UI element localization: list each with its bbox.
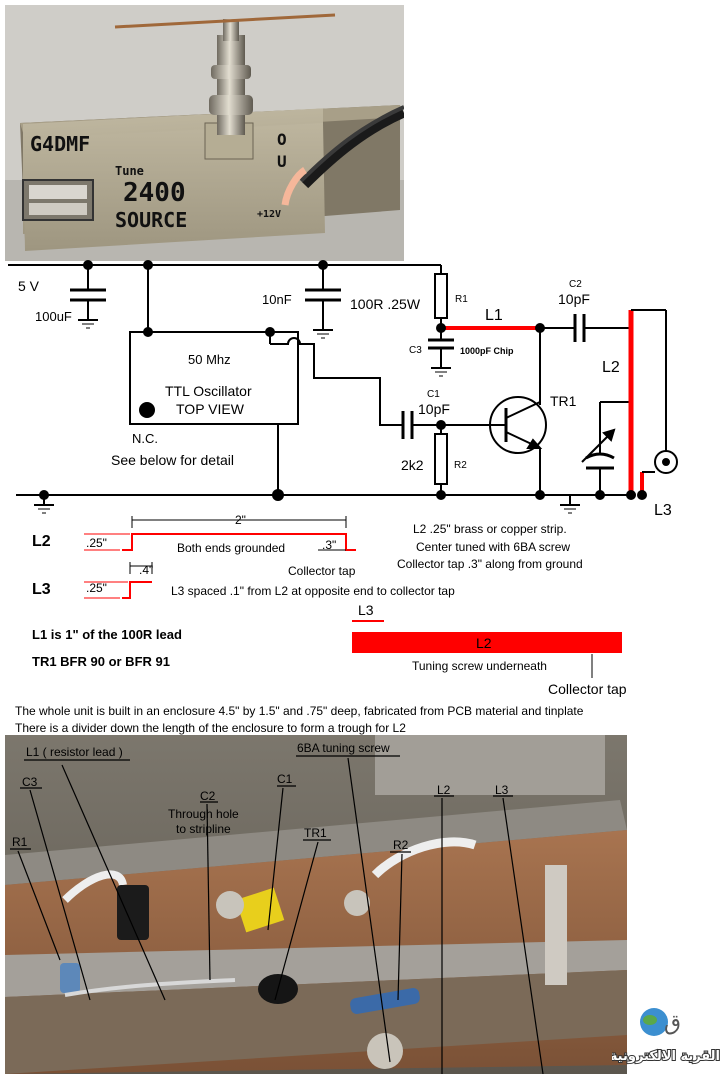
r2-value: 2k2 [401, 457, 424, 473]
tap-dim: .3" [322, 538, 336, 552]
box-label-source: SOURCE [115, 208, 187, 232]
supply-label: 5 V [18, 278, 40, 294]
photo-label-l1: L1 ( resistor lead ) [26, 745, 123, 759]
both-ends-note: Both ends grounded [177, 541, 285, 555]
watermark: ق القرية الالكترونية [609, 1002, 722, 1072]
r1-label: R1 [455, 294, 468, 305]
c3-value: 1000pF Chip [460, 346, 514, 356]
osc-freq-label: 50 Mhz [188, 352, 231, 367]
photo-label-tuning-screw: 6BA tuning screw [297, 741, 390, 755]
photo-label-through-hole: Through hole [168, 807, 239, 821]
photo-label-c2: C2 [200, 789, 216, 803]
photo-label-tr1: TR1 [304, 826, 327, 840]
photo-label-l3: L3 [495, 783, 509, 797]
l3-profile [122, 581, 152, 599]
l3-spacing-note: L3 spaced .1" from L2 at opposite end to… [171, 584, 455, 598]
photo-label-r2: R2 [393, 838, 409, 852]
box-label-supply: +12V [257, 209, 281, 220]
l3-schematic-label: L3 [654, 502, 672, 519]
plan-l2-bar [352, 632, 622, 653]
tr1-label: TR1 [550, 393, 577, 409]
ground-symbol-right [560, 495, 580, 514]
plan-l3-label: L3 [358, 602, 374, 618]
resistor-100r-label: 100R .25W [350, 296, 421, 312]
output-connector [654, 450, 678, 474]
cap-10nf-label: 10nF [262, 292, 292, 307]
photo-label-r1: R1 [12, 835, 28, 849]
plan-collector-tap: Collector tap [548, 681, 627, 697]
r2-label: R2 [454, 460, 467, 471]
l2-height-dim: .25" [86, 536, 107, 550]
photo-label-l2: L2 [437, 783, 451, 797]
ground-symbol-100uf [78, 319, 98, 329]
detail-l2-label: L2 [32, 533, 51, 550]
l1-label: L1 [485, 307, 503, 324]
ground-symbol-c3 [431, 367, 451, 377]
cap-100uf-label: 100uF [35, 309, 72, 324]
bottom-photo [5, 735, 627, 1074]
l1-note: L1 is 1" of the 100R lead [32, 627, 182, 642]
box-label-u: U [277, 152, 287, 171]
photo-label-c1: C1 [277, 772, 293, 786]
l2-length-dim: 2" [235, 513, 246, 527]
l2-note-3: Collector tap .3" along from ground [397, 557, 583, 571]
detail-l3-label: L3 [32, 581, 51, 598]
l2-schematic-label: L2 [602, 359, 620, 376]
photo-label-c3: C3 [22, 775, 38, 789]
c3-label: C3 [409, 345, 422, 356]
l3-length-dim: .4" [139, 563, 153, 577]
box-label-tune: Tune [115, 164, 144, 178]
box-label-o: O [277, 130, 287, 149]
l3-height-dim: .25" [86, 581, 107, 595]
osc-view-label: TOP VIEW [176, 401, 245, 417]
box-label-g4dmf: G4DMF [30, 132, 90, 156]
enclosure-note-1: The whole unit is built in an enclosure … [15, 704, 584, 718]
l2-profile [122, 533, 356, 551]
c1-label: C1 [427, 389, 440, 400]
watermark-logo-icon: ق [664, 1011, 681, 1036]
osc-type-label: TTL Oscillator [165, 383, 252, 399]
c1-value: 10pF [418, 401, 450, 417]
tuning-screw-note: Tuning screw underneath [412, 659, 547, 673]
l2-note-2: Center tuned with 6BA screw [416, 540, 570, 554]
c2-label: C2 [569, 279, 582, 290]
plan-l2-label: L2 [476, 635, 492, 651]
oscillator-box [129, 331, 299, 425]
top-photo: G4DMF Tune 2400 SOURCE O U +12V [5, 5, 404, 261]
box-label-2400: 2400 [123, 178, 186, 208]
c2-value: 10pF [558, 291, 590, 307]
detail-note: See below for detail [111, 452, 234, 468]
watermark-text: القرية الالكترونية [612, 1049, 720, 1064]
tr1-note: TR1 BFR 90 or BFR 91 [32, 654, 170, 669]
nc-label: N.C. [132, 431, 158, 446]
ground-symbol-10nf [313, 329, 333, 339]
collector-tap-note: Collector tap [288, 564, 356, 578]
l2-note-1: L2 .25" brass or copper strip. [413, 522, 567, 536]
photo-label-stripline: to stripline [176, 822, 231, 836]
enclosure-note-2: There is a divider down the length of th… [15, 721, 406, 735]
